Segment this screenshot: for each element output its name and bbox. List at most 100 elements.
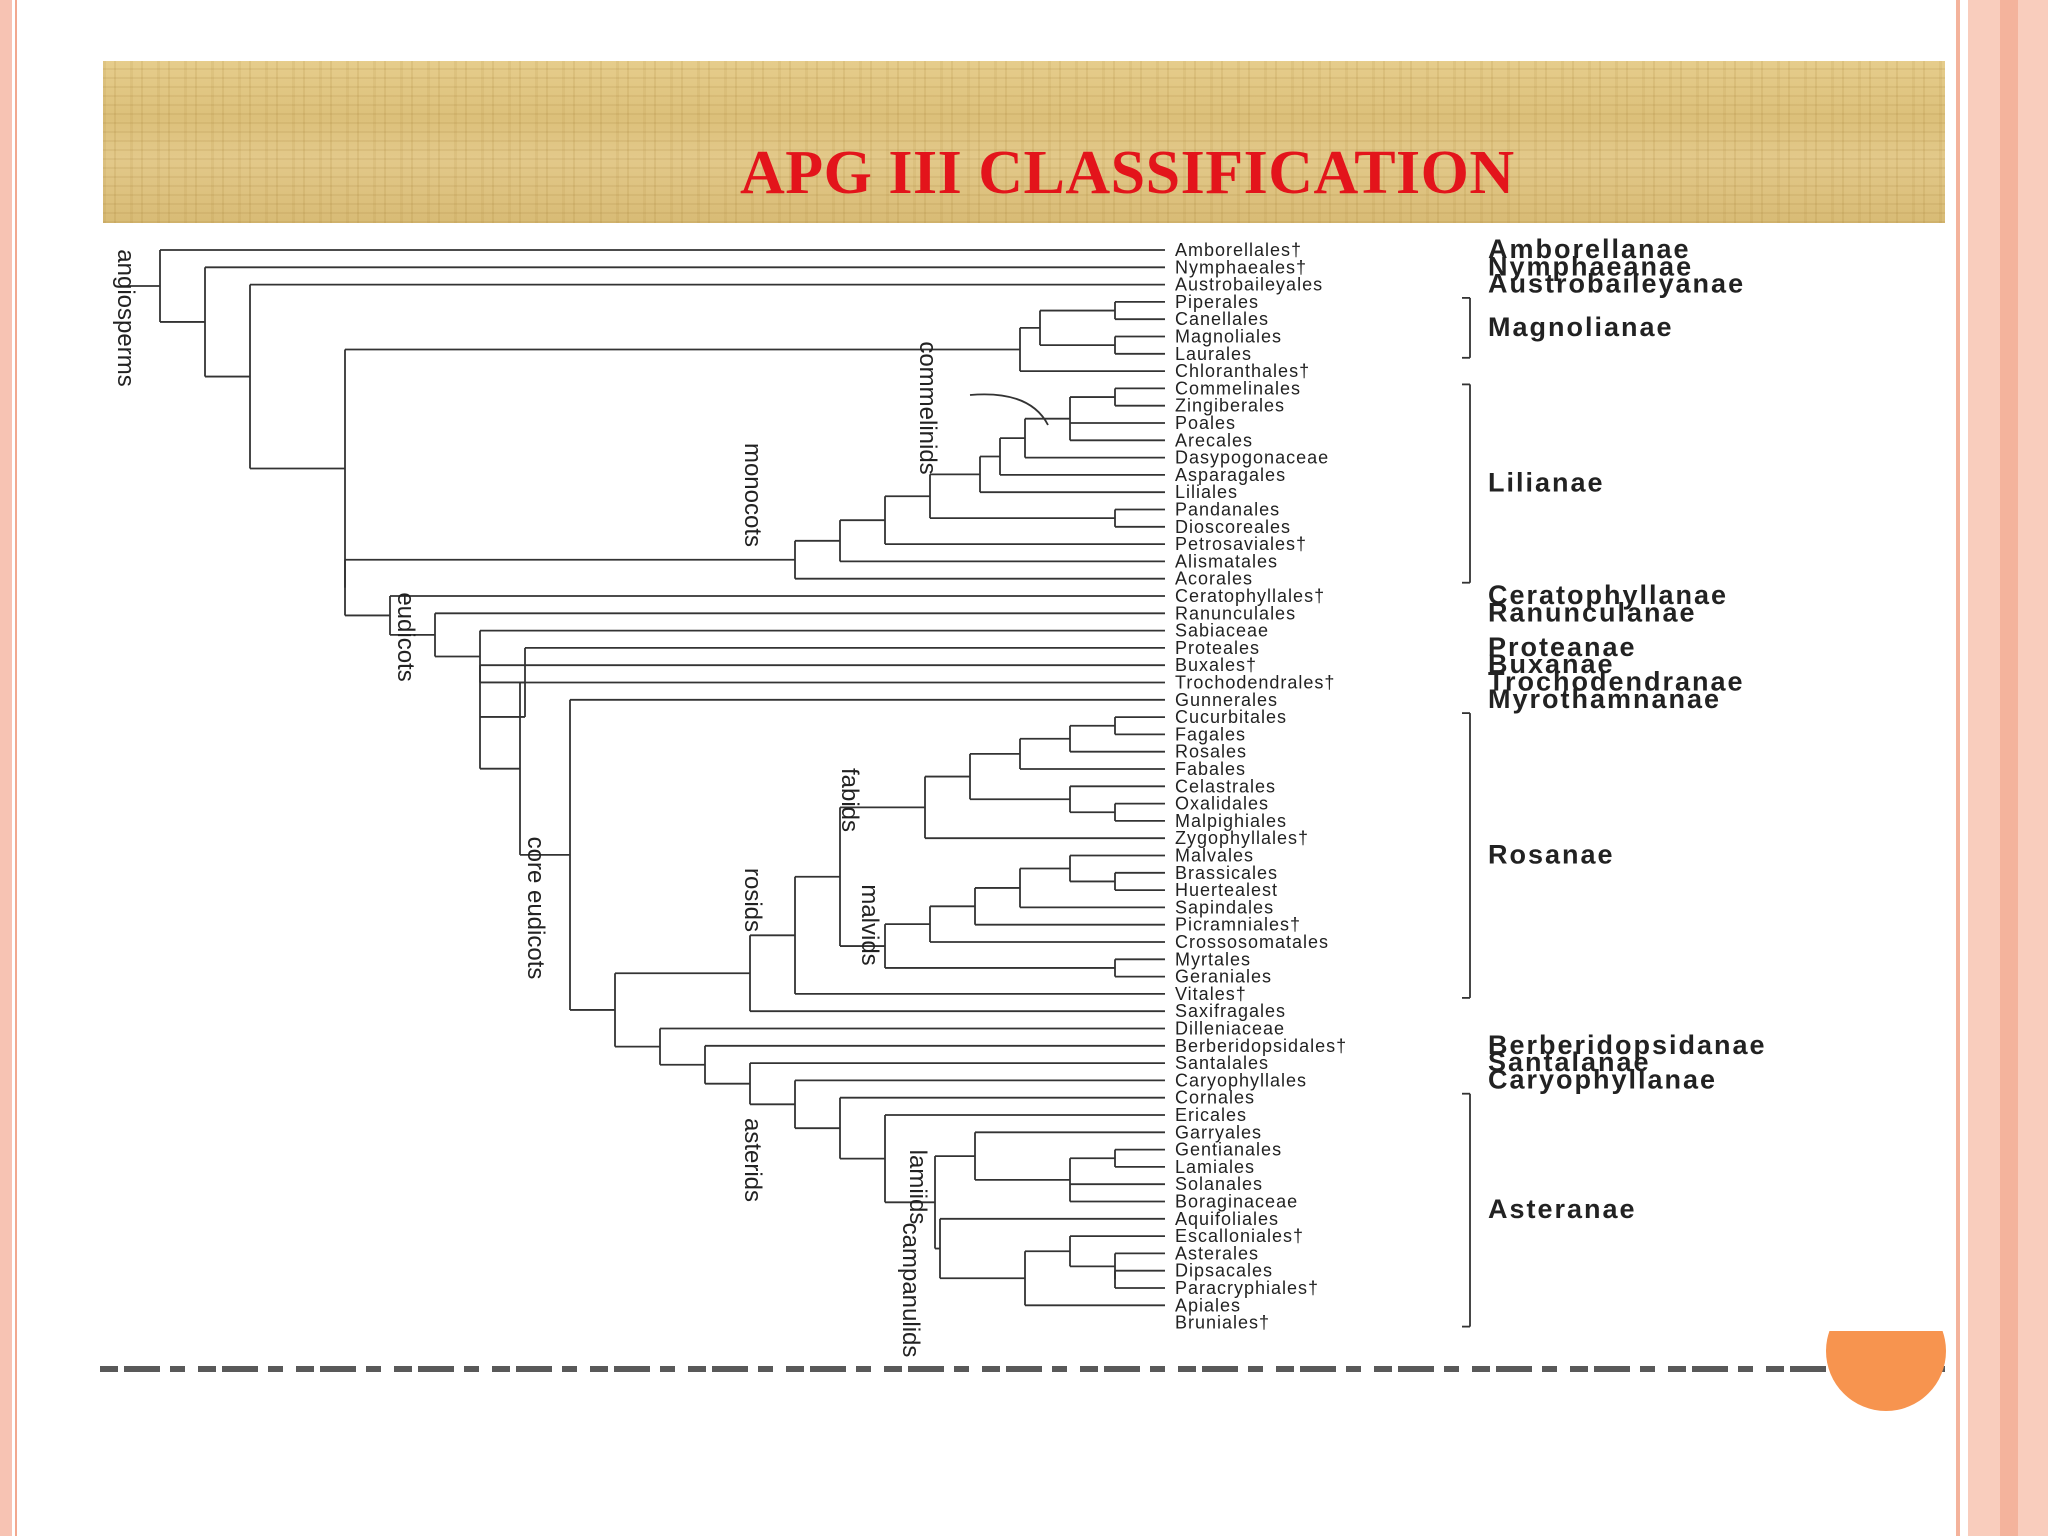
superorder-label: Rosanae — [1488, 840, 1615, 870]
taxon-label: Petrosaviales† — [1175, 534, 1307, 554]
taxon-label: Sapindales — [1175, 897, 1274, 917]
taxon-label: Malpighiales — [1175, 811, 1287, 831]
taxon-label: Solanales — [1175, 1174, 1263, 1194]
taxon-label: Rosales — [1175, 742, 1247, 762]
clade-label: asterids — [739, 1118, 766, 1202]
taxon-label: Huertealest — [1175, 880, 1278, 900]
clade-label: rosids — [739, 868, 766, 932]
title-banner — [103, 61, 1945, 223]
taxon-label: Malvales — [1175, 846, 1254, 866]
clade-label: malvids — [856, 884, 883, 965]
superorder-label: Buxanae — [1488, 649, 1615, 679]
taxon-label: Nymphaeales† — [1175, 257, 1307, 277]
taxon-label: Boraginaceae — [1175, 1192, 1298, 1212]
taxon-label: Arecales — [1175, 430, 1253, 450]
superorder-label: Caryophyllanae — [1488, 1064, 1717, 1094]
clade-label: angiosperms — [112, 249, 139, 386]
clade-label: lamiids — [904, 1150, 931, 1225]
taxon-label: Buxales† — [1175, 655, 1257, 675]
clade-label: core eudicots — [522, 837, 549, 980]
taxon-label: Dipsacales — [1175, 1261, 1273, 1281]
taxon-label: Picramniales† — [1175, 915, 1301, 935]
taxon-label: Piperales — [1175, 292, 1259, 312]
left-border-rule — [15, 0, 17, 1536]
taxon-label: Sabiaceae — [1175, 621, 1269, 641]
taxon-label: Paracryphiales† — [1175, 1278, 1319, 1298]
taxon-label: Asparagales — [1175, 465, 1286, 485]
taxon-label: Magnoliales — [1175, 327, 1282, 347]
taxon-label: Celastrales — [1175, 776, 1276, 796]
taxon-label: Saxifragales — [1175, 1001, 1286, 1021]
taxon-label: Santalales — [1175, 1053, 1269, 1073]
taxon-label: Ceratophyllales† — [1175, 586, 1325, 606]
right-border-rule — [1956, 0, 1960, 1536]
superorder-label: Trochodendranae — [1488, 667, 1745, 697]
superorder-label: Ceratophyllanae — [1488, 580, 1728, 610]
taxon-label: Berberidopsidales† — [1175, 1036, 1347, 1056]
taxon-label: Crossosomatales — [1175, 932, 1329, 952]
taxon-label: Bruniales† — [1175, 1313, 1270, 1333]
superorder-label: Santalanae — [1488, 1047, 1651, 1077]
taxon-label: Laurales — [1175, 344, 1252, 364]
slide-title: APG III CLASSIFICATION — [740, 139, 1515, 207]
superorder-label: Austrobaileyanae — [1488, 269, 1745, 299]
superorder-label: Amborellanae — [1488, 234, 1691, 264]
taxon-label: Amborellales† — [1175, 240, 1302, 260]
clade-label: campanulids — [897, 1223, 924, 1358]
right-border-gap — [1960, 0, 1968, 1536]
taxon-label: Zingiberales — [1175, 396, 1285, 416]
taxon-label: Poales — [1175, 413, 1236, 433]
clade-label: eudicots — [392, 592, 419, 681]
taxon-label: Fabales — [1175, 759, 1246, 779]
taxon-label: Myrtales — [1175, 949, 1251, 969]
taxon-label: Dasypogonaceae — [1175, 448, 1329, 468]
taxon-label: Cucurbitales — [1175, 707, 1287, 727]
taxon-label: Apiales — [1175, 1295, 1241, 1315]
superorder-label: Magnolianae — [1488, 312, 1674, 342]
taxon-label: Commelinales — [1175, 378, 1301, 398]
taxon-label: Gunnerales — [1175, 690, 1278, 710]
taxon-label: Chloranthales† — [1175, 361, 1310, 381]
taxon-label: Asterales — [1175, 1243, 1259, 1263]
taxon-label: Oxalidales — [1175, 794, 1269, 814]
commelinids-pointer — [969, 393, 1049, 426]
superorder-label: Proteanae — [1488, 632, 1637, 662]
superorder-label: Ranunculanae — [1488, 597, 1697, 627]
taxon-label: Ericales — [1175, 1105, 1247, 1125]
taxon-label: Dilleniaceae — [1175, 1019, 1285, 1039]
taxon-label: Dioscoreales — [1175, 517, 1291, 537]
taxon-label: Escalloniales† — [1175, 1226, 1304, 1246]
superorder-label: Nymphaeanae — [1488, 251, 1693, 281]
superorder-label: Myrothamnanae — [1488, 684, 1721, 714]
clade-label: commelinids — [914, 341, 941, 474]
left-border-decoration — [0, 0, 12, 1536]
right-border-band — [2000, 0, 2018, 1536]
superorder-label: Asteranae — [1488, 1194, 1637, 1224]
taxon-label: Acorales — [1175, 569, 1253, 589]
superorder-label: Lilianae — [1488, 468, 1605, 498]
taxon-label: Vitales† — [1175, 984, 1247, 1004]
superorder-label: Berberidopsidanae — [1488, 1030, 1767, 1060]
taxon-label: Brassicales — [1175, 863, 1278, 883]
taxon-label: Lamiales — [1175, 1157, 1255, 1177]
taxon-label: Garryales — [1175, 1122, 1262, 1142]
taxon-label: Gentianales — [1175, 1140, 1282, 1160]
taxon-label: Alismatales — [1175, 551, 1278, 571]
taxon-label: Aquifoliales — [1175, 1209, 1279, 1229]
caption-text-cropped — [100, 1366, 1945, 1372]
taxon-label: Liliales — [1175, 482, 1238, 502]
taxon-label: Proteales — [1175, 638, 1260, 658]
clade-label: fabids — [836, 768, 863, 832]
clade-label: monocots — [739, 443, 766, 547]
taxon-label: Canellales — [1175, 309, 1269, 329]
taxon-label: Austrobaileyales — [1175, 275, 1323, 295]
taxon-label: Trochodendrales† — [1175, 673, 1335, 693]
taxon-label: Cornales — [1175, 1088, 1255, 1108]
taxon-label: Zygophyllales† — [1175, 828, 1309, 848]
taxon-label: Caryophyllales — [1175, 1070, 1307, 1090]
left-border-gap — [12, 0, 15, 1536]
taxon-label: Ranunculales — [1175, 603, 1296, 623]
taxon-label: Pandanales — [1175, 500, 1280, 520]
taxon-label: Fagales — [1175, 724, 1246, 744]
